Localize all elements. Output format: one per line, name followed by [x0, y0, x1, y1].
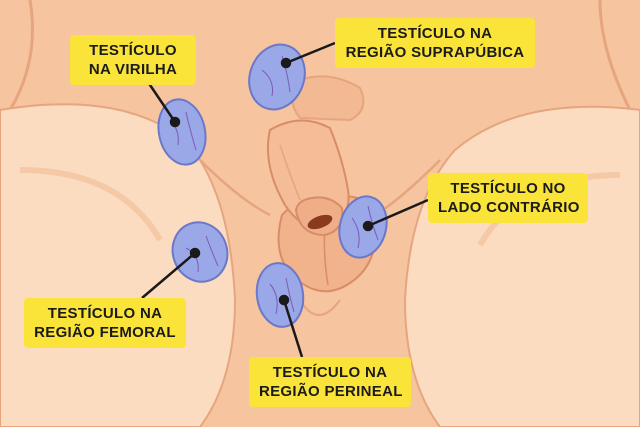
- testicle-veins: [269, 277, 295, 315]
- label-line: NA VIRILHA: [88, 61, 178, 78]
- label-testiculo-perineal: TESTÍCULO NA REGIÃO PERINEAL: [249, 357, 411, 407]
- left-thigh-shade: [19, 167, 163, 242]
- testicle-perineal: [255, 262, 305, 328]
- label-line: REGIÃO FEMORAL: [34, 324, 176, 341]
- left-groin-fold: [199, 159, 271, 217]
- leader-line-femoral: [141, 252, 196, 299]
- leader-dot-perineal: [278, 294, 290, 306]
- leader-line-lado-contrario: [367, 198, 429, 228]
- leader-dot-suprapubica: [280, 57, 292, 69]
- leader-dot-lado-contrario: [362, 220, 374, 232]
- leader-line-perineal: [282, 299, 304, 358]
- label-testiculo-lado-contrario: TESTÍCULO NO LADO CONTRÁRIO: [428, 173, 588, 223]
- leader-dot-virilha: [169, 116, 181, 128]
- leader-dot-femoral: [189, 247, 201, 259]
- label-testiculo-na-virilha: TESTÍCULO NA VIRILHA: [70, 35, 196, 85]
- label-line: TESTÍCULO NA: [272, 364, 388, 381]
- testicle-oval-icon: [255, 262, 305, 328]
- label-line: TESTÍCULO NA: [377, 25, 493, 42]
- label-testiculo-femoral: TESTÍCULO NA REGIÃO FEMORAL: [24, 298, 186, 348]
- leader-line-virilha: [146, 81, 177, 123]
- leader-line-suprapubica: [285, 41, 336, 65]
- label-testiculo-suprapubica: TESTÍCULO NA REGIÃO SUPRAPÚBICA: [335, 18, 535, 68]
- label-line: TESTÍCULO: [89, 42, 177, 59]
- torso-left-contour: [8, 0, 34, 111]
- torso-right-contour: [598, 0, 632, 111]
- label-line: REGIÃO SUPRAPÚBICA: [345, 44, 525, 61]
- label-line: TESTÍCULO NO: [450, 180, 566, 197]
- urethral-opening: [307, 214, 333, 230]
- label-line: TESTÍCULO NA: [47, 305, 163, 322]
- label-line: LADO CONTRÁRIO: [438, 199, 580, 216]
- label-line: REGIÃO PERINEAL: [259, 383, 403, 400]
- shaft-shade: [279, 144, 301, 201]
